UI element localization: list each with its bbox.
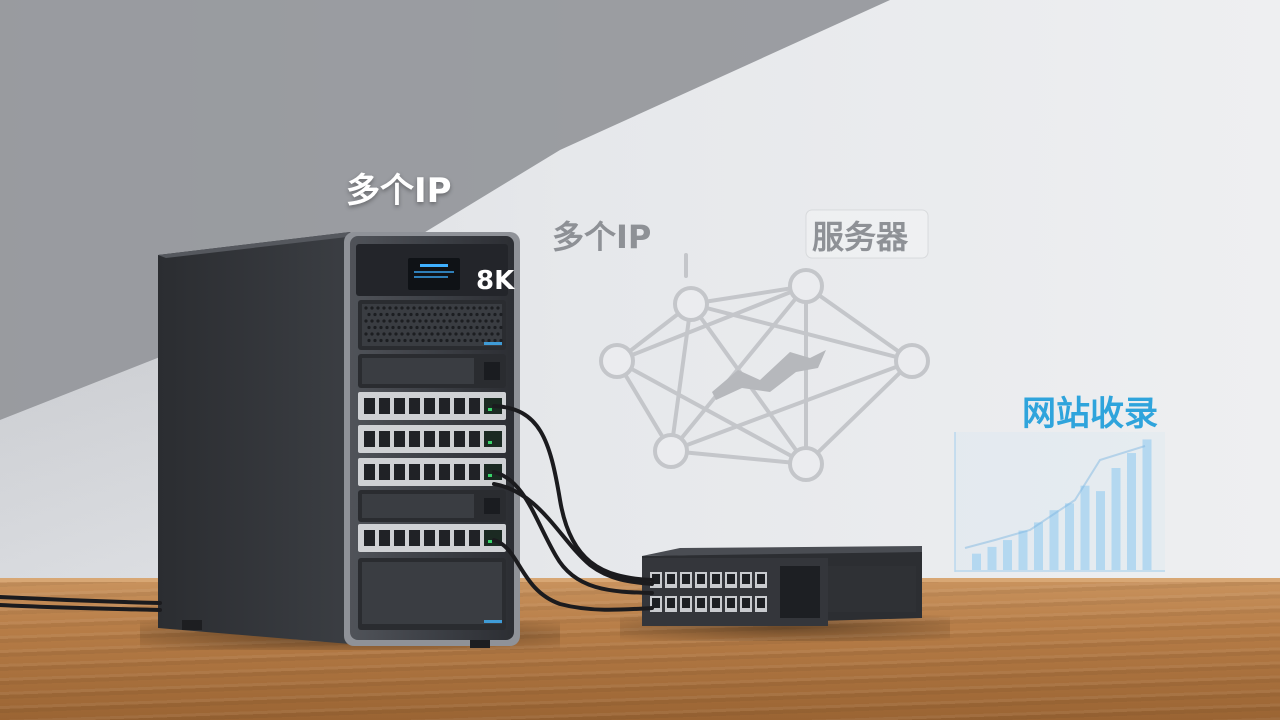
growth-bar <box>1096 491 1105 570</box>
multi-ip-heading: 多个IP <box>346 171 452 211</box>
growth-bar <box>1018 530 1028 570</box>
server-label: 服务器 <box>812 218 909 256</box>
growth-bar <box>1080 485 1090 570</box>
growth-bar <box>1127 453 1136 570</box>
badge-8k: 8K <box>476 266 515 296</box>
growth-bar <box>1065 503 1074 570</box>
site-index-label: 网站收录 <box>1022 394 1158 434</box>
growth-bars <box>972 439 1152 570</box>
growth-bar <box>987 546 997 570</box>
growth-bar <box>972 553 981 570</box>
growth-bar <box>1142 439 1152 570</box>
growth-bar <box>1034 522 1043 570</box>
growth-bar <box>1003 540 1012 570</box>
multi-ip-label: 多个IP <box>552 218 652 256</box>
port-modules <box>358 392 506 552</box>
growth-bar <box>1049 510 1059 570</box>
growth-bar <box>1111 468 1121 570</box>
